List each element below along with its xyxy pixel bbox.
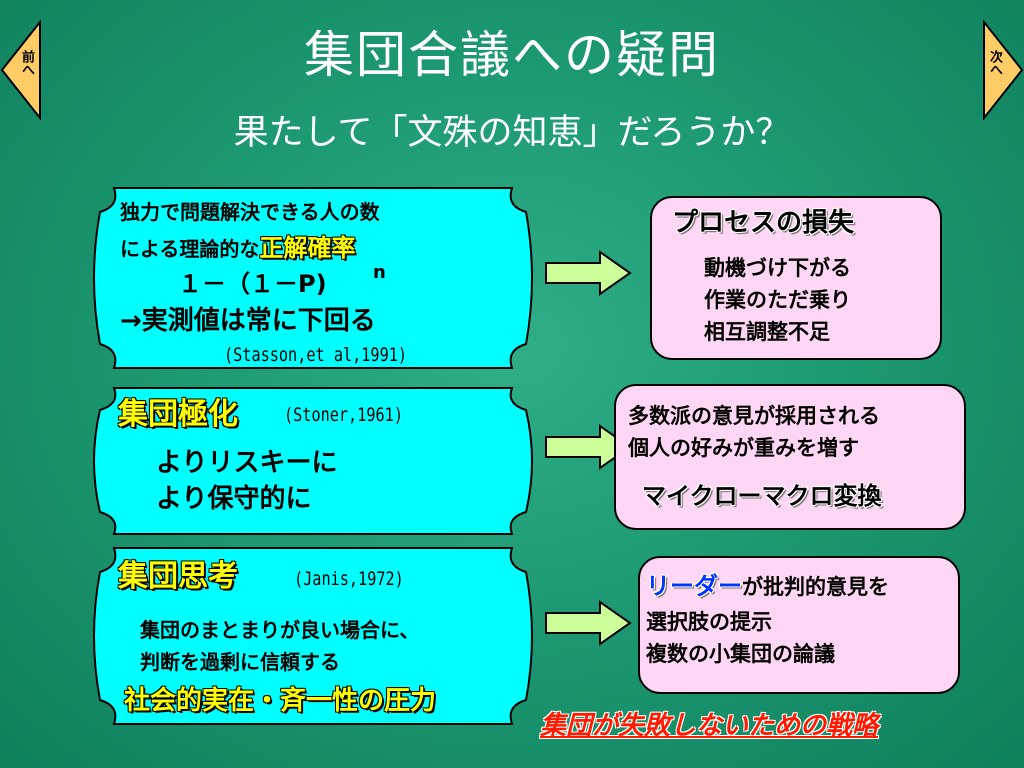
box1-line3: 相互調整不足 (704, 320, 830, 344)
strategy-caption: 集団が失敗しないための戦略 (540, 711, 879, 741)
process-loss-box: プロセスの損失 動機づけ下がる 作業のただ乗り 相互調整不足 (650, 196, 942, 360)
panel-probability: 独力で問題解決できる人の数 による理論的な正解確率 １－（１－P) n →実測値… (86, 186, 540, 370)
next-label: 次へ (987, 50, 1002, 76)
panel1-line2a: による理論的な (120, 237, 260, 261)
right-arrow-icon (545, 250, 632, 296)
right-arrow-icon (545, 600, 632, 646)
panel1-formula: １－（１－P) (178, 270, 327, 298)
next-arrow-icon (983, 20, 1024, 120)
panel3-citation: (Janis,1972) (294, 568, 404, 590)
panel2-citation: (Stoner,1961) (284, 404, 403, 426)
micro-macro-label: マイクローマクロ変換 (642, 482, 882, 510)
polarization-heading: 集団極化 (118, 397, 238, 432)
panel-groupthink: 集団思考 (Janis,1972) 集団のまとまりが良い場合に、 判断を過剰に信… (86, 546, 540, 726)
box2-line2: 個人の好みが重みを増す (628, 436, 859, 460)
box3-line2: 選択肢の提示 (646, 610, 772, 634)
panel3-line1: 集団のまとまりが良い場合に、 (140, 618, 420, 642)
panel1-exponent: n (373, 262, 386, 283)
box1-line2: 作業のただ乗り (704, 288, 851, 312)
prev-slide-button[interactable]: 前へ (0, 20, 42, 120)
panel1-line2: による理論的な正解確率 (120, 236, 355, 260)
box1-line1: 動機づけ下がる (704, 256, 851, 280)
slide-title: 集団合議への疑問 (304, 26, 720, 84)
correct-rate-label: 正解確率 (259, 234, 356, 262)
groupthink-heading: 集団思考 (118, 559, 238, 594)
panel2-line1: よりリスキーに (156, 448, 338, 478)
prev-label: 前へ (19, 50, 34, 76)
majority-box: 多数派の意見が採用される 個人の好みが重みを増す マイクローマクロ変換 (614, 384, 966, 530)
panel-polarization: 集団極化 (Stoner,1961) よりリスキーに より保守的に (86, 386, 540, 536)
box3-line1: リーダーが批判的意見を (646, 574, 889, 598)
scroll-shape (93, 547, 533, 725)
prev-arrow-icon (0, 20, 41, 120)
panel3-pressure: 社会的実在・斉一性の圧力 (124, 686, 437, 716)
scroll-shape (93, 387, 533, 535)
box3-line1b: が批判的意見を (742, 575, 889, 599)
box2-line1: 多数派の意見が採用される (628, 404, 880, 428)
panel3-line2: 判断を過剰に信頼する (140, 650, 340, 674)
panel1-line1: 独力で問題解決できる人の数 (120, 200, 380, 224)
slide-subtitle: 果たして「文殊の知恵」だろうか？ (233, 113, 791, 153)
panel1-citation: (Stasson,et al,1991) (224, 344, 408, 366)
strategy-box: リーダーが批判的意見を 選択肢の提示 複数の小集団の論議 (638, 556, 960, 694)
scroll-shape (93, 187, 533, 369)
process-loss-heading: プロセスの損失 (672, 208, 855, 238)
next-slide-button[interactable]: 次へ (982, 20, 1024, 120)
leader-label: リーダー (646, 572, 742, 600)
box3-line3: 複数の小集団の論議 (646, 642, 835, 666)
panel1-line4: →実測値は常に下回る (120, 306, 376, 336)
panel2-line2: より保守的に (156, 484, 312, 514)
